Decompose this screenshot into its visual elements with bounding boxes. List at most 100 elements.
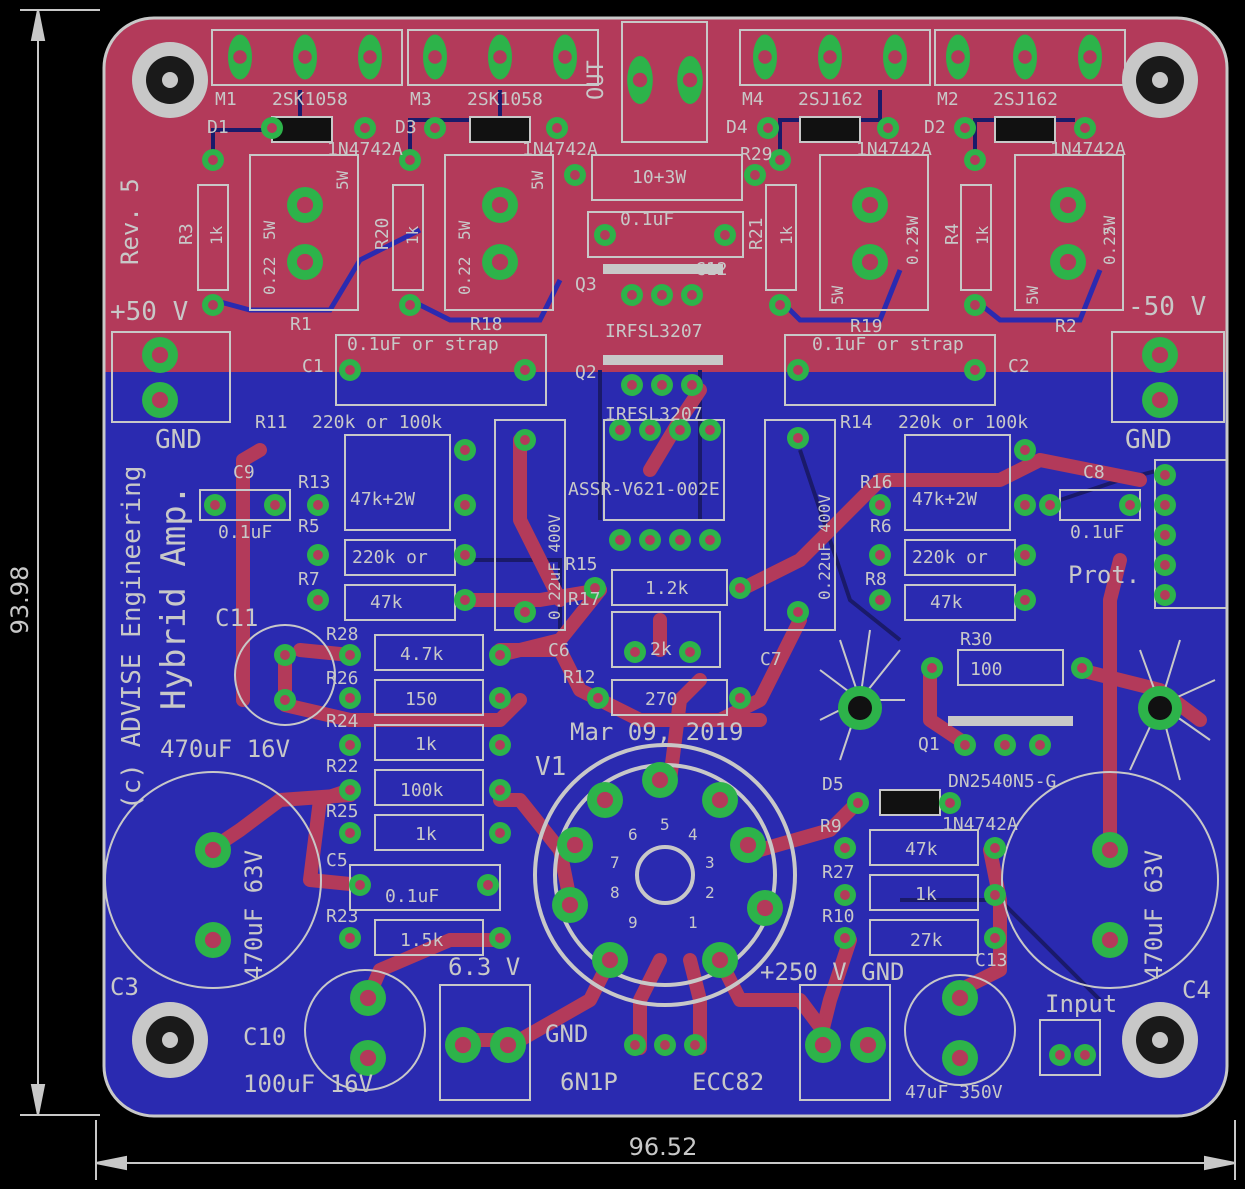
pad (787, 601, 809, 623)
r6-val: 47k+2W (912, 489, 977, 510)
w-label-1: 5W (260, 220, 279, 240)
pad (594, 224, 616, 246)
pad (399, 294, 421, 316)
pad (264, 494, 286, 516)
zd3-val: 1N4742A (856, 139, 932, 160)
pad (514, 359, 536, 381)
r13-ref: R13 (298, 472, 331, 493)
pad (681, 374, 703, 396)
pad (699, 419, 721, 441)
pad (424, 117, 446, 139)
gnd-left-label: GND (155, 425, 202, 455)
r10-ref: R10 (822, 906, 855, 927)
zd5-val: 1N4742A (942, 814, 1018, 835)
ssr-val: ASSR-V621-002E (568, 479, 720, 500)
pad (307, 544, 329, 566)
pad (684, 1034, 706, 1056)
pad (729, 687, 751, 709)
pad (946, 34, 970, 80)
c8-ref: C8 (1083, 462, 1105, 483)
r4-val: 1k (973, 225, 992, 245)
minus50-label: -50 V (1128, 292, 1206, 322)
q3-ref: Q3 (575, 274, 597, 295)
w-label-8: 5W (1100, 215, 1119, 235)
w-label-7: 5W (1023, 285, 1042, 305)
r29-val: 10+3W (632, 167, 686, 188)
r14-val: 220k or 100k (898, 412, 1028, 433)
pad (489, 927, 511, 949)
ohm-label-3: 0.22 (903, 226, 922, 265)
w-label-3: 5W (455, 220, 474, 240)
r11-val: 220k or 100k (312, 412, 442, 433)
pad (834, 837, 856, 859)
pad (1014, 439, 1036, 461)
pad (787, 359, 809, 381)
pad (654, 1034, 676, 1056)
pad (699, 529, 721, 551)
pad (609, 529, 631, 551)
height-dimension: 93.98 (6, 566, 34, 635)
pad (1039, 494, 1061, 516)
pad (454, 439, 476, 461)
transistor-tabs (603, 264, 1073, 726)
pad (482, 244, 518, 280)
pads (142, 34, 1178, 1076)
pad (621, 374, 643, 396)
r9-val: 47k (905, 839, 938, 860)
pad (1074, 1044, 1096, 1066)
hole-tr (1122, 42, 1198, 118)
pad (769, 294, 791, 316)
gnd-heater-label: GND (545, 1020, 588, 1048)
c13-ref: C13 (975, 950, 1008, 971)
pad (454, 589, 476, 611)
pad (339, 822, 361, 844)
r5-val: 47k+2W (350, 489, 415, 510)
c6-val: 0.22uF 400V (545, 514, 564, 620)
pad (142, 382, 178, 418)
pad (1071, 657, 1093, 679)
pad (984, 927, 1006, 949)
m1-val: 2SK1058 (272, 89, 348, 110)
ohm-label-2: 0.22 (455, 256, 474, 295)
pad (514, 601, 536, 623)
pad (1029, 734, 1051, 756)
zd2-val: 1N4742A (522, 139, 598, 160)
pad (639, 419, 661, 441)
d2-ref: D2 (924, 117, 946, 138)
pad (1154, 584, 1176, 606)
c1-ref: C1 (302, 356, 324, 377)
r7-ref: R7 (298, 569, 320, 590)
q2-val: IRFSL3207 (605, 404, 703, 425)
pad (942, 980, 978, 1016)
pad (552, 887, 588, 923)
c12-val: 0.1uF (620, 209, 674, 230)
pad (307, 589, 329, 611)
pad (477, 874, 499, 896)
pin-1: 1 (688, 913, 698, 932)
pad (651, 284, 673, 306)
hole-br (1122, 1002, 1198, 1078)
pad (1142, 337, 1178, 373)
c9-val: 0.1uF (218, 522, 272, 543)
c3-ref: C3 (110, 973, 139, 1001)
m2-ref: M2 (937, 89, 959, 110)
q1-val: DN2540N5-G (948, 771, 1056, 792)
pad (805, 1027, 841, 1063)
pot-val: 2k (650, 639, 672, 660)
r1-ref: R1 (290, 314, 312, 335)
pad (1142, 382, 1178, 418)
pad (587, 687, 609, 709)
pin-8: 8 (610, 883, 620, 902)
r5-ref: R5 (298, 516, 320, 537)
r30-val: 100 (970, 659, 1003, 680)
c10-val: 100uF 16V (243, 1070, 373, 1098)
pad (852, 244, 888, 280)
pad (1092, 832, 1128, 868)
pad (681, 284, 703, 306)
rev-text: Rev. 5 (116, 178, 144, 265)
r25-val: 1k (415, 824, 437, 845)
pad (869, 494, 891, 516)
pad (883, 34, 907, 80)
pad (445, 1027, 481, 1063)
m2-val: 2SJ162 (993, 89, 1058, 110)
